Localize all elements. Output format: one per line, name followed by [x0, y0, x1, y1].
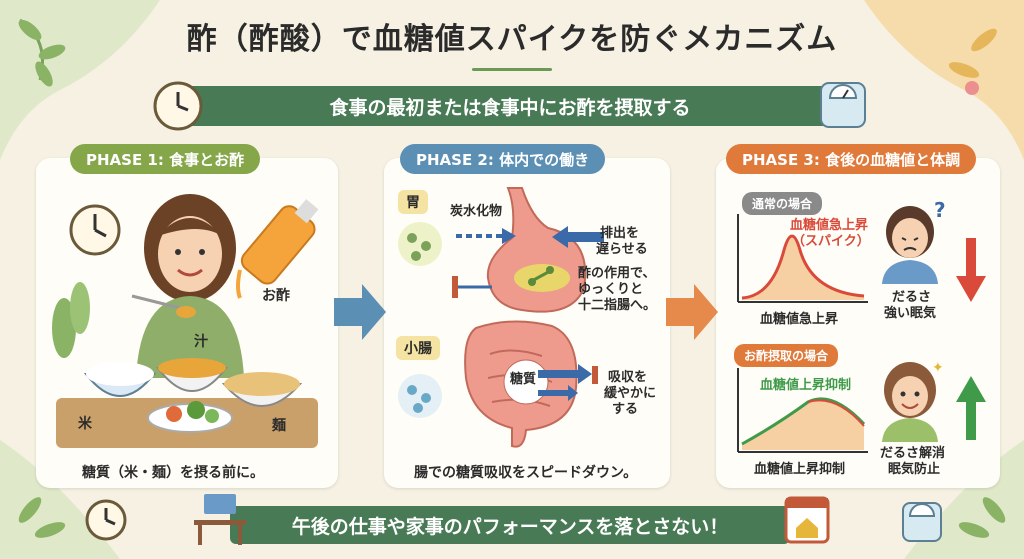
phase2-caption: 腸での糖質吸収をスピードダウン。	[414, 465, 638, 481]
calendar-house-icon	[784, 496, 830, 544]
phase1-caption: 糖質（米・麺）を摂る前に。	[82, 465, 264, 481]
small-intestine-tag: 小腸	[396, 336, 440, 360]
vinegar-axis-label: 血糖値上昇抑制	[754, 462, 846, 477]
svg-text:✦: ✦	[932, 360, 944, 376]
normal-effect-1: だるさ	[892, 290, 932, 305]
title-underline	[472, 68, 552, 71]
vinegar-effect-label-2: ゆっくりと	[578, 282, 644, 297]
normal-axis-label: 血糖値急上昇	[760, 312, 839, 327]
rice-label: 米	[78, 416, 92, 432]
spike-label-1: 血糖値急上昇	[790, 218, 869, 233]
down-arrow-icon	[956, 238, 986, 302]
top-banner: 食事の最初または食事中にお酢を摂取する	[180, 86, 840, 126]
noodle-label: 麺	[272, 418, 286, 434]
bottom-banner: 午後の仕事や家事のパフォーマンスを落とさない！	[230, 506, 790, 544]
vinegar-case-tag: お酢摂取の場合	[734, 344, 839, 367]
bottom-scale-icon	[902, 502, 942, 542]
absorb-label-1: 吸収を	[608, 370, 648, 385]
spike-chart	[737, 214, 868, 303]
vinegar-effect-2: 眠気防止	[888, 462, 941, 477]
absorb-label-2: 緩やかに	[604, 386, 657, 401]
bottom-clock-icon	[85, 499, 127, 541]
delay-label-2: 遅らせる	[596, 242, 648, 257]
spike-label-2: （スパイク）	[792, 234, 870, 249]
phase1-label: PHASE 1: 食事とお酢	[70, 144, 261, 174]
question-mark-icon: ?	[934, 198, 946, 222]
vinegar-label: お酢	[262, 288, 290, 304]
delay-label-1: 排出を	[600, 226, 640, 241]
arrow-phase1-to-2	[334, 284, 386, 340]
normal-case-tag: 通常の場合	[742, 192, 823, 215]
phase3-label: PHASE 3: 食後の血糖値と体調	[726, 144, 977, 174]
scale-icon	[820, 82, 866, 128]
tired-person-icon	[882, 206, 938, 284]
vinegar-effect-1: だるさ解消	[880, 446, 946, 461]
normal-effect-2: 強い眠気	[884, 306, 937, 321]
up-arrow-icon	[956, 376, 986, 440]
carb-label: 炭水化物	[450, 204, 503, 219]
suppress-label: 血糖値上昇抑制	[760, 378, 852, 393]
page-title: 酢（酢酸）で血糖値スパイクを防ぐメカニズム	[186, 22, 838, 57]
phase2-label: PHASE 2: 体内での働き	[400, 144, 606, 174]
digestion-illustration	[398, 187, 604, 448]
vinegar-effect-label-3: 十二指腸へ。	[578, 298, 657, 313]
absorb-label-3: する	[612, 402, 639, 417]
desk-icon	[194, 494, 246, 545]
stomach-tag: 胃	[398, 190, 428, 214]
sugar-label: 糖質	[510, 372, 537, 387]
suppressed-chart	[737, 368, 868, 453]
clock-icon	[153, 81, 203, 131]
happy-person-icon: ✦	[882, 360, 944, 442]
arrow-phase2-to-3	[666, 284, 718, 340]
vinegar-effect-label-1: 酢の作用で、	[578, 266, 656, 281]
soup-label: 汁	[194, 334, 208, 350]
meal-illustration	[52, 194, 319, 448]
